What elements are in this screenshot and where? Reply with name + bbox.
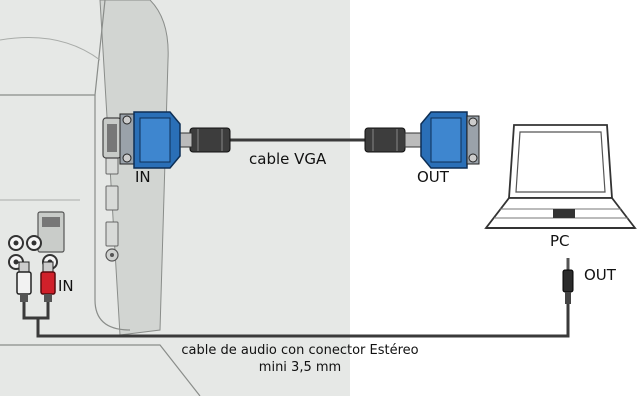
audio-cable-label-line2: mini 3,5 mm xyxy=(258,360,342,375)
vga-cable-label: cable VGA xyxy=(249,150,327,168)
tv-vga-in-label: IN xyxy=(135,168,151,186)
audio-cable xyxy=(22,300,570,338)
audio-cable-label: cable de audio con conector Estéreo mini… xyxy=(150,342,450,376)
pc-vga-out-label: OUT xyxy=(417,168,449,186)
rca-plug-red xyxy=(40,261,56,302)
rca-plug-white xyxy=(16,261,32,302)
vga-connector-tv xyxy=(119,111,181,169)
tv-audio-in-label: IN xyxy=(58,277,74,295)
pc-audio-out-label: OUT xyxy=(584,266,616,284)
vga-connector-pc xyxy=(420,111,480,169)
vga-cable xyxy=(179,127,422,153)
tv-rear-panel xyxy=(0,0,350,396)
stereo-mini-plug xyxy=(562,258,574,304)
audio-cable-label-line1: cable de audio con conector Estéreo xyxy=(181,343,419,358)
pc-label: PC xyxy=(550,232,570,250)
laptop-pc xyxy=(484,124,637,229)
